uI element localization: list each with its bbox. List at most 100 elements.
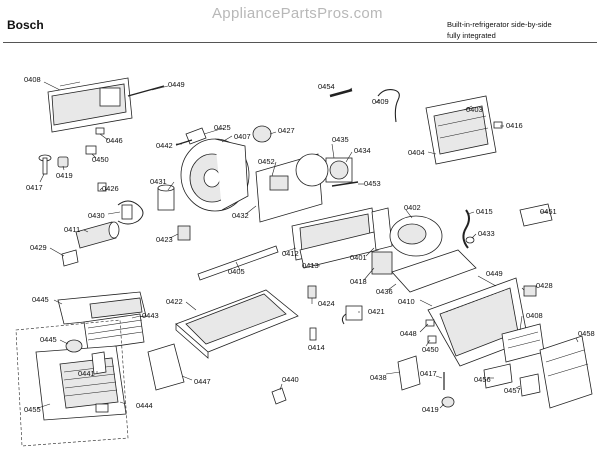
part-rear-panel-0403 — [425, 95, 497, 165]
callout-0438: 0438 — [370, 373, 387, 382]
part-drier-0415 — [462, 209, 470, 249]
part-connector-0414 — [309, 327, 317, 341]
part-pad-0401 — [371, 207, 393, 251]
callout-0450-lower: 0450 — [422, 345, 439, 354]
part-grille-lower-0444 — [35, 345, 127, 421]
part-clip-0450-lower — [427, 335, 437, 344]
part-clip-0424 — [307, 285, 317, 299]
callout-0433: 0433 — [478, 229, 495, 238]
part-grommet-0433 — [465, 236, 475, 244]
callout-0440: 0440 — [282, 375, 299, 384]
part-wire-harness-0430 — [117, 200, 144, 225]
part-wire-rod — [127, 85, 165, 97]
part-channel-0447 — [147, 343, 185, 391]
callout-0421: 0421 — [368, 307, 385, 316]
callout-0442: 0442 — [156, 141, 173, 150]
site-watermark: AppliancePartsPros.com — [212, 5, 383, 22]
part-plate-0456 — [483, 363, 513, 389]
description-line-1: Built-in-refrigerator side-by-side — [447, 20, 552, 29]
callout-0414: 0414 — [308, 343, 325, 352]
callout-0435: 0435 — [332, 135, 349, 144]
callout-0405: 0405 — [228, 267, 245, 276]
callout-0428: 0428 — [536, 281, 553, 290]
part-clip-0440 — [271, 387, 287, 405]
part-cap-0450 — [85, 145, 97, 155]
part-clip-0445-lower — [65, 339, 83, 353]
callout-0419-lower: 0419 — [422, 405, 439, 414]
callout-0409: 0409 — [372, 97, 389, 106]
part-sensor-0453 — [331, 181, 359, 187]
callout-0418: 0418 — [350, 277, 367, 286]
callout-0436: 0436 — [376, 287, 393, 296]
part-strip-0451 — [519, 203, 553, 227]
part-fan-motor-0411 — [75, 221, 120, 249]
description-line-2: fully integrated — [447, 31, 496, 40]
callout-0457: 0457 — [504, 386, 521, 395]
part-clip-0426 — [97, 182, 107, 192]
callout-0417-top: 0417 — [26, 183, 43, 192]
callout-0447: 0447 — [194, 377, 211, 386]
brand-title: Bosch — [7, 18, 44, 32]
callout-0450-top: 0450 — [92, 155, 109, 164]
part-tube-0454 — [329, 88, 353, 98]
callout-0410: 0410 — [398, 297, 415, 306]
callout-labels: 0408 0449 0446 0450 0417 0419 0426 0430 … — [24, 75, 595, 414]
callout-0419-top: 0419 — [56, 171, 73, 180]
callout-0402: 0402 — [404, 203, 421, 212]
callout-0431: 0431 — [150, 177, 167, 186]
part-fan-0434 — [325, 157, 353, 183]
part-cylinder-0431 — [157, 184, 175, 211]
model-description: Built-in-refrigerator side-by-side fully… — [447, 19, 552, 41]
callout-0434: 0434 — [354, 146, 371, 155]
callout-0446: 0446 — [106, 136, 123, 145]
callout-0422: 0422 — [166, 297, 183, 306]
part-evaporator-fan-0407 — [180, 138, 250, 212]
part-screw-0417 — [38, 154, 52, 175]
callout-0415: 0415 — [476, 207, 493, 216]
part-ring-0435 — [295, 153, 329, 187]
callout-0455: 0455 — [24, 405, 41, 414]
callout-0411: 0411 — [64, 225, 80, 234]
callout-0458: 0458 — [578, 329, 595, 338]
part-base-plate-0436 — [391, 249, 477, 293]
callout-0403: 0403 — [466, 105, 483, 114]
part-clip-0448 — [425, 319, 435, 327]
part-cap-0427 — [252, 125, 272, 143]
callout-0412: 0412 — [282, 249, 299, 258]
part-small-clip-0446 — [95, 127, 105, 135]
part-relay-0418 — [371, 251, 393, 275]
callout-0401: 0401 — [350, 253, 367, 262]
callout-0441: 0441 — [78, 369, 95, 378]
callout-0408-lower: 0408 — [526, 311, 543, 320]
callout-0416: 0416 — [506, 121, 523, 130]
callout-0413: 0413 — [302, 261, 319, 270]
callout-0454: 0454 — [318, 82, 335, 91]
callout-0417-lower: 0417 — [420, 369, 437, 378]
callout-0424: 0424 — [318, 299, 335, 308]
callout-0425: 0425 — [214, 123, 231, 132]
part-rail-0405 — [197, 245, 279, 281]
part-grille-upper-0443 — [57, 291, 147, 351]
part-compressor-0402 — [389, 215, 443, 257]
callout-0448: 0448 — [400, 329, 417, 338]
part-light-socket-0429 — [61, 249, 79, 267]
part-bracket-0438 — [397, 355, 421, 391]
callout-0443: 0443 — [142, 311, 159, 320]
callout-0423: 0423 — [156, 235, 173, 244]
leader-lines — [37, 81, 579, 409]
callout-0430: 0430 — [88, 211, 105, 220]
part-hinge-bracket-top-left — [47, 77, 133, 133]
part-clip-0428 — [523, 285, 537, 297]
callout-0407: 0407 — [234, 132, 251, 141]
part-clip-0419 — [57, 156, 69, 168]
callout-0456: 0456 — [474, 375, 491, 384]
part-plate-0457 — [519, 373, 541, 397]
header-divider — [3, 42, 597, 43]
callout-0408-top: 0408 — [24, 75, 41, 84]
callout-0449-top: 0449 — [168, 80, 185, 89]
part-valve-0423 — [177, 225, 191, 241]
callout-0444: 0444 — [136, 401, 153, 410]
callout-0445-lower: 0445 — [40, 335, 57, 344]
